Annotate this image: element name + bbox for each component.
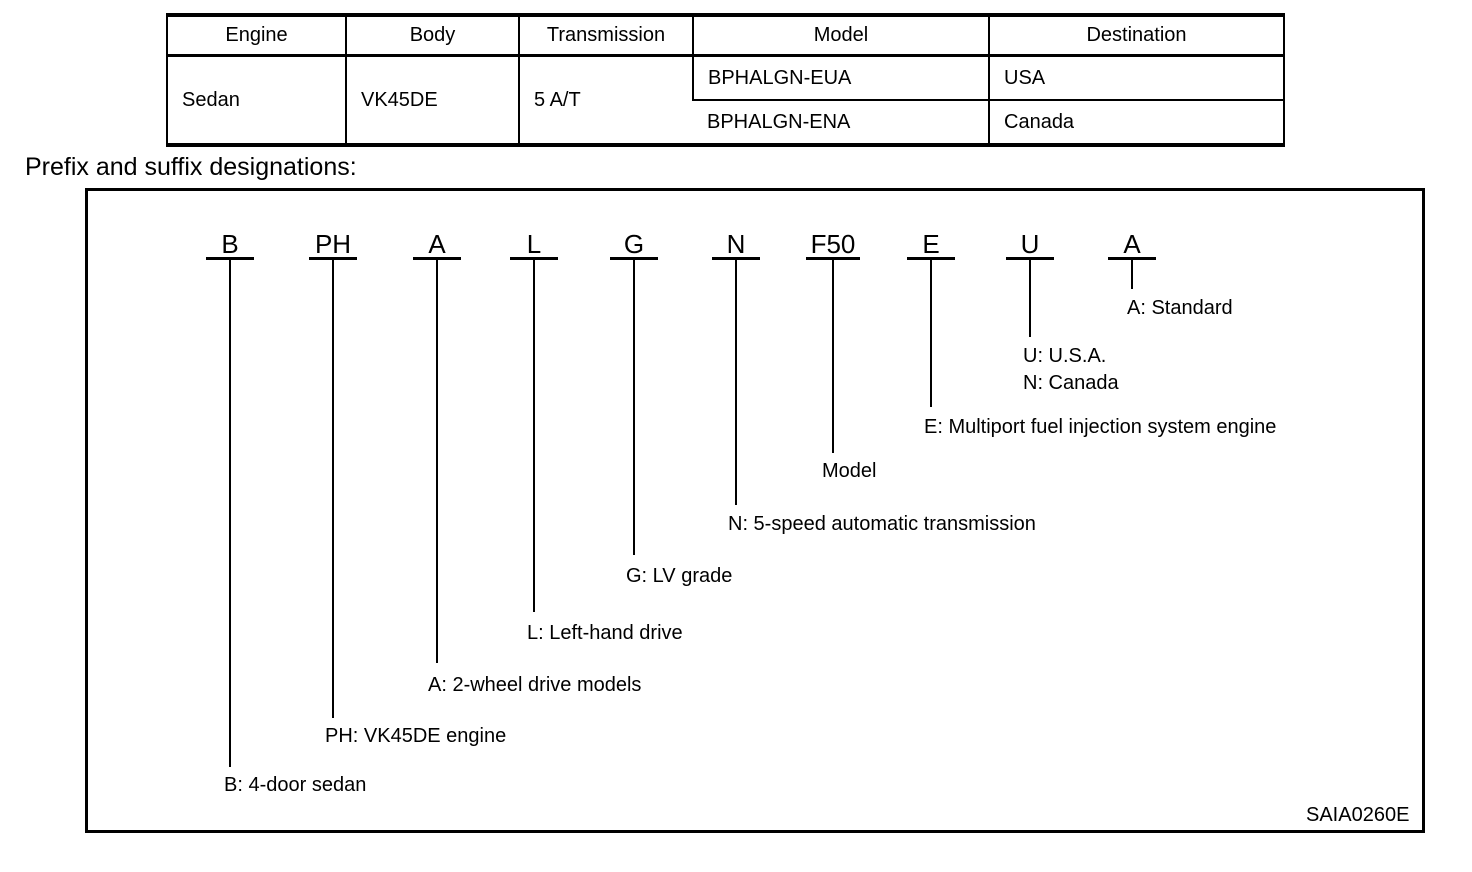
callout-g: G: LV grade — [626, 565, 733, 587]
code-underline — [1108, 257, 1156, 260]
code-u: U — [1020, 229, 1040, 259]
code-underline — [806, 257, 860, 260]
code-underline — [610, 257, 658, 260]
designation-diagram-frame — [85, 188, 1425, 833]
table-header-row: Engine Body Transmission Model Destinati… — [167, 15, 1284, 57]
code-underline — [413, 257, 461, 260]
code-underline — [309, 257, 357, 260]
cell-destination-usa: USA — [988, 55, 1284, 101]
cell-body: VK45DE — [345, 55, 519, 145]
header-model: Model — [692, 15, 989, 57]
callout-b: B: 4-door sedan — [224, 774, 367, 796]
callout-ph: PH: VK45DE engine — [325, 725, 507, 747]
callout-a-standard: A: Standard — [1127, 297, 1233, 319]
code-f50: F50 — [810, 229, 856, 259]
header-body: Body — [345, 15, 519, 57]
callout-n: N: 5-speed automatic transmission — [728, 513, 1036, 535]
connector-line — [229, 260, 231, 767]
code-ph: PH — [314, 229, 352, 259]
connector-line — [1029, 260, 1031, 337]
connector-line — [332, 260, 334, 718]
callout-e: E: Multiport fuel injection system engin… — [924, 416, 1277, 438]
cell-model-usa: BPHALGN-EUA — [692, 55, 989, 101]
header-engine: Engine — [167, 15, 346, 57]
table-row: BPHALGN-ENA Canada — [167, 100, 1284, 145]
code-underline — [206, 257, 254, 260]
callout-u-usa: U: U.S.A. — [1023, 345, 1107, 367]
connector-line — [735, 260, 737, 505]
cell-transmission: 5 A/T — [518, 55, 693, 145]
vehicle-spec-table: Engine Body Transmission Model Destinati… — [166, 13, 1285, 147]
callout-f50: Model — [822, 460, 877, 482]
connector-line — [832, 260, 834, 453]
connector-line — [1131, 260, 1133, 289]
connector-line — [436, 260, 438, 663]
cell-engine: Sedan — [182, 88, 240, 111]
table-row: Sedan VK45DE 5 A/T BPHALGN-EUA USA — [167, 55, 1284, 145]
callout-a-drive: A: 2-wheel drive models — [428, 674, 642, 696]
code-underline — [907, 257, 955, 260]
code-a-standard: A — [1123, 229, 1141, 259]
code-l: L — [526, 229, 542, 259]
cell-model-canada: BPHALGN-ENA — [707, 110, 851, 133]
section-title: Prefix and suffix designations: — [25, 153, 357, 181]
code-b: B — [221, 229, 239, 259]
code-n: N — [726, 229, 746, 259]
callout-l: L: Left-hand drive — [527, 622, 683, 644]
connector-line — [633, 260, 635, 555]
code-a-drive: A — [428, 229, 446, 259]
code-underline — [510, 257, 558, 260]
code-e: E — [922, 229, 940, 259]
cell-destination-canada: Canada — [988, 100, 1284, 145]
connector-line — [930, 260, 932, 407]
callout-u-canada: N: Canada — [1023, 372, 1119, 394]
header-transmission: Transmission — [518, 15, 693, 57]
connector-line — [533, 260, 535, 612]
figure-code: SAIA0260E — [1306, 804, 1410, 826]
code-underline — [1006, 257, 1054, 260]
header-destination: Destination — [988, 15, 1284, 57]
code-g: G — [623, 229, 645, 259]
code-underline — [712, 257, 760, 260]
